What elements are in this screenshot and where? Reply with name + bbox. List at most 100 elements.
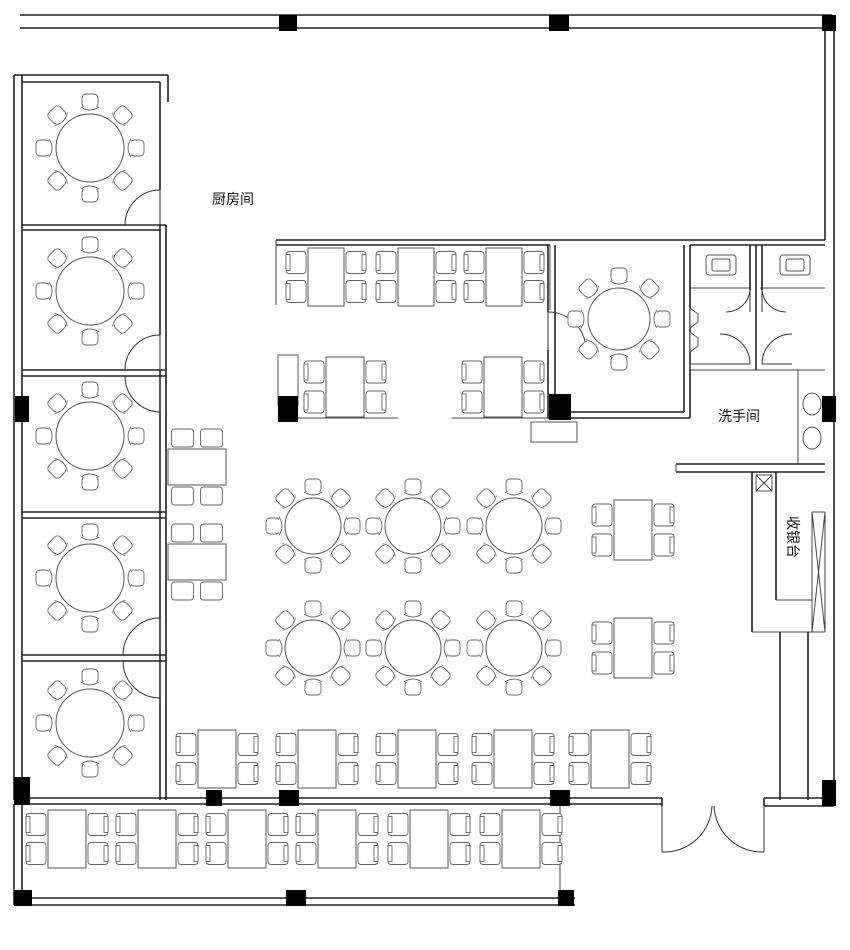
rect-table-with-chairs — [463, 247, 545, 307]
chair — [175, 762, 197, 785]
chair — [531, 488, 552, 509]
chair — [35, 568, 53, 588]
rect-table — [613, 499, 653, 561]
chair — [267, 813, 289, 836]
rect-table-with-chairs — [461, 356, 545, 418]
column — [549, 15, 569, 31]
round-tables — [35, 93, 671, 778]
column — [14, 777, 30, 805]
doors — [122, 189, 793, 853]
column — [549, 394, 571, 420]
column — [822, 780, 836, 806]
chair — [479, 813, 501, 836]
chair — [375, 251, 397, 274]
rect-table — [397, 729, 437, 789]
rect-table — [483, 356, 523, 418]
chair — [609, 353, 629, 371]
kitchen-label: 厨房间 — [212, 192, 254, 208]
column — [822, 15, 836, 31]
round-table — [55, 543, 125, 613]
chair — [127, 138, 145, 158]
chair — [403, 678, 423, 696]
rect-table — [307, 247, 345, 307]
chair — [567, 309, 585, 329]
rect-table-with-chairs — [479, 809, 563, 869]
chair — [35, 281, 53, 301]
chair — [343, 516, 361, 536]
chair — [653, 651, 675, 675]
chair — [466, 638, 484, 658]
chair — [504, 600, 524, 618]
chair — [531, 665, 552, 686]
round-table — [587, 287, 651, 351]
chair — [80, 523, 100, 541]
rect-table-with-chairs — [175, 729, 259, 789]
chair — [275, 762, 297, 785]
round-table — [485, 619, 543, 677]
chair — [365, 638, 383, 658]
chair — [127, 713, 145, 733]
chair — [87, 842, 109, 865]
chair — [303, 360, 325, 384]
chair — [357, 842, 379, 865]
column — [14, 890, 32, 906]
chair — [80, 473, 100, 491]
chair — [171, 523, 194, 543]
chair — [523, 280, 545, 303]
round-table-with-chairs — [35, 236, 145, 346]
chair — [303, 678, 323, 696]
chair — [80, 328, 100, 346]
chair — [112, 745, 133, 766]
chair — [265, 516, 283, 536]
rect-table — [409, 809, 449, 869]
column — [286, 890, 306, 906]
chair — [461, 360, 483, 384]
chair — [275, 488, 296, 509]
chair — [443, 638, 461, 658]
rect-table — [137, 809, 177, 869]
chair — [47, 535, 68, 556]
round-table-with-chairs — [365, 600, 461, 696]
round-table-with-chairs — [567, 267, 671, 371]
rect-table — [590, 729, 630, 789]
rect-table — [501, 809, 541, 869]
chair — [112, 248, 133, 269]
chair — [267, 842, 289, 865]
chair — [205, 842, 227, 865]
chair — [403, 556, 423, 574]
chair — [200, 523, 223, 543]
chair — [285, 251, 307, 274]
chair — [449, 842, 471, 865]
chair — [275, 733, 297, 756]
round-table-with-chairs — [35, 523, 145, 633]
column — [279, 790, 299, 806]
chair — [609, 267, 629, 285]
rect-table-with-chairs — [471, 729, 555, 789]
chair — [375, 543, 396, 564]
chair — [285, 280, 307, 303]
chair — [504, 556, 524, 574]
chair — [200, 428, 223, 448]
chair — [449, 813, 471, 836]
round-table — [55, 688, 125, 758]
chair — [303, 390, 325, 414]
round-table-with-chairs — [35, 93, 145, 203]
chair — [476, 665, 497, 686]
round-table — [485, 497, 543, 555]
round-table — [384, 497, 442, 555]
sanitary-fixtures — [689, 254, 822, 450]
column — [558, 890, 574, 906]
washroom-label: 洗手间 — [718, 409, 760, 425]
chair — [544, 638, 562, 658]
rect-table-with-chairs — [285, 247, 367, 307]
column — [822, 396, 836, 422]
chair — [80, 185, 100, 203]
chair — [47, 393, 68, 414]
chair — [403, 478, 423, 496]
chair — [471, 733, 493, 756]
chair — [175, 733, 197, 756]
chair — [171, 428, 194, 448]
chair — [80, 615, 100, 633]
chair — [463, 251, 485, 274]
chair — [630, 733, 652, 756]
